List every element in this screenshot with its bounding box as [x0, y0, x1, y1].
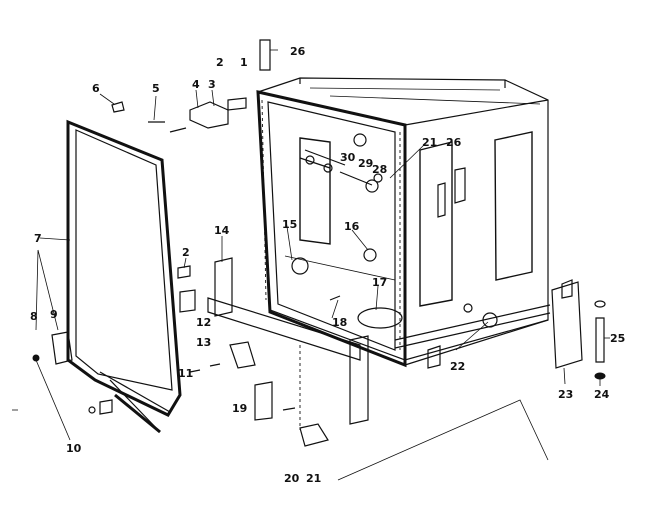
callout-16: 16 — [344, 220, 360, 233]
callout-24: 24 — [594, 388, 610, 401]
callout-3: 3 — [208, 78, 216, 91]
side-trim-parts — [551, 279, 606, 380]
callout-18: 18 — [332, 316, 347, 329]
callout-28: 28 — [372, 163, 387, 176]
callout-11: 11 — [178, 367, 193, 380]
tub-assembly — [256, 77, 551, 369]
door-gasket — [66, 119, 182, 434]
callout-14: 14 — [214, 224, 230, 237]
callout-12: 12 — [196, 316, 211, 329]
callout-labels: 2 1 26 6 5 4 3 7 2 14 8 9 10 12 13 11 19… — [30, 45, 625, 485]
callout-2b: 2 — [182, 246, 190, 259]
callout-6: 6 — [92, 82, 100, 95]
callout-21b: 21 — [306, 472, 321, 485]
callout-9: 9 — [50, 308, 58, 321]
callout-25: 25 — [610, 332, 625, 345]
callout-2: 2 — [216, 56, 224, 69]
callout-30: 30 — [340, 151, 356, 164]
hinge-parts-top — [111, 39, 271, 133]
callout-22: 22 — [450, 360, 465, 373]
callout-1: 1 — [240, 56, 248, 69]
callout-26: 26 — [290, 45, 306, 58]
callout-13: 13 — [196, 336, 211, 349]
callout-5: 5 — [152, 82, 160, 95]
callout-15: 15 — [282, 218, 297, 231]
callout-21: 21 — [422, 136, 437, 149]
door-hinge-arm — [189, 257, 369, 447]
callout-26b: 26 — [446, 136, 462, 149]
callout-10: 10 — [66, 442, 82, 455]
callout-23: 23 — [558, 388, 573, 401]
callout-17: 17 — [372, 276, 387, 289]
callout-29: 29 — [358, 157, 373, 170]
callout-19: 19 — [232, 402, 247, 415]
callout-8: 8 — [30, 310, 38, 323]
callout-7: 7 — [34, 232, 42, 245]
callout-20: 20 — [284, 472, 300, 485]
callout-4: 4 — [192, 78, 200, 91]
leader-lines — [12, 49, 610, 481]
